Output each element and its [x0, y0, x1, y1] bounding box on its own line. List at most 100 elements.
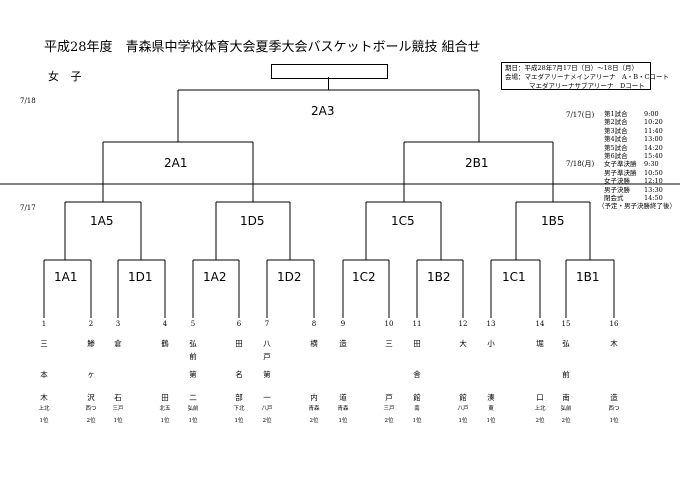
team-name-char: 戸	[385, 393, 393, 402]
team-number: 4	[162, 320, 168, 328]
team-number: 13	[486, 320, 496, 328]
team-region: 下北	[233, 406, 245, 412]
schedule-time: 9:30	[644, 160, 659, 169]
team-rank: 1位	[609, 418, 619, 424]
schedule-label: 女子決勝	[604, 177, 630, 186]
schedule-label: 第4試合	[604, 135, 628, 144]
schedule-time: 14:20	[644, 143, 663, 152]
team-region: 上北	[38, 406, 50, 412]
team-name-char: 三	[385, 339, 393, 348]
team-rank: 1位	[486, 418, 496, 424]
schedule-label: 第1試合	[604, 110, 628, 118]
team-region: 八戸	[261, 406, 273, 412]
game-qf-2: 1D5	[240, 214, 265, 228]
category-label: 女 子	[48, 70, 86, 83]
team-name-char: 大	[459, 339, 467, 348]
team-region: 南	[414, 406, 420, 412]
page-title: 平成28年度 青森県中学校体育大会夏季大会バスケットボール競技 組合せ	[44, 40, 481, 55]
schedule-time: 11:40	[644, 126, 663, 135]
team-name-char: 鯵	[87, 339, 95, 348]
team-number: 8	[311, 320, 317, 328]
schedule-time: 14:50	[644, 194, 663, 203]
champion-box	[271, 64, 388, 79]
team-rank: 2位	[561, 418, 571, 424]
team-rank: 2位	[309, 418, 319, 424]
team-name-char: 木	[40, 393, 48, 402]
team-name-char: 弘	[189, 339, 197, 348]
game-r1-5: 1C2	[352, 270, 376, 284]
team-rank: 1位	[234, 418, 244, 424]
team-name-char: 南	[562, 393, 570, 402]
team-name-char: 三	[40, 339, 48, 348]
schedule-time: 12:10	[644, 177, 663, 186]
team-name-char: 名	[235, 370, 243, 379]
team-number: 15	[561, 320, 571, 328]
team-name-char: 戸	[263, 352, 271, 361]
schedule-row: 女子決勝 12:10	[604, 177, 676, 185]
team-name-char: 二	[189, 393, 197, 402]
team-rank: 2位	[384, 418, 394, 424]
schedule-label: 第6試合	[604, 152, 628, 161]
team-rank: 1位	[188, 418, 198, 424]
team-number: 16	[609, 320, 619, 328]
team-name-char: 弘	[562, 339, 570, 348]
schedule-time: 10:20	[644, 118, 663, 127]
team-region: 八戸	[457, 406, 469, 412]
team-name-char: 田	[235, 339, 243, 348]
team-rank: 1位	[39, 418, 49, 424]
game-r1-7: 1C1	[502, 270, 526, 284]
team-rank: 2位	[86, 418, 96, 424]
team-region: 弘前	[560, 406, 572, 412]
game-r1-4: 1D2	[277, 270, 302, 284]
schedule-date-day1: 7/18(月)	[566, 160, 595, 168]
team-rank: 1位	[338, 418, 348, 424]
game-r1-1: 1A1	[54, 270, 78, 284]
team-number: 12	[458, 320, 468, 328]
team-rank: 2位	[262, 418, 272, 424]
schedule-label: 女子準決勝	[604, 160, 637, 169]
team-name-char: 一	[263, 393, 271, 402]
schedule-date-day2: 7/17(日)	[566, 111, 595, 119]
schedule-label: 男子決勝	[604, 185, 630, 194]
team-name-char: 内	[310, 393, 318, 402]
team-name-char: 石	[114, 393, 122, 402]
team-name-char: 沢	[87, 393, 95, 402]
team-name-char: 堀	[536, 339, 544, 348]
team-number: 3	[115, 320, 121, 328]
team-region: 西つ	[608, 406, 620, 412]
game-semi-right: 2B1	[465, 156, 489, 170]
schedule-row: 第1試合 9:00	[604, 110, 676, 118]
team-number: 9	[340, 320, 346, 328]
team-number: 6	[236, 320, 242, 328]
team-name-char: 造	[339, 339, 347, 348]
team-number: 11	[412, 320, 422, 328]
team-region: 東	[488, 406, 494, 412]
event-period: 期日：平成28年7月17日（日）～18日（月）	[505, 64, 638, 72]
team-number: 5	[190, 320, 196, 328]
team-name-char: 湊	[487, 393, 495, 402]
team-name-char: 倉	[114, 339, 122, 348]
team-name-char: 舎	[413, 370, 421, 379]
team-number: 2	[88, 320, 94, 328]
team-name-char: ヶ	[87, 370, 95, 379]
team-name-char: 口	[536, 393, 544, 402]
event-venue-main: 会場：マエダアリーナメインアリーナ A・B・Cコート	[505, 73, 669, 81]
team-region: 三戸	[383, 406, 395, 412]
team-region: 三戸	[112, 406, 124, 412]
schedule-time: 9:00	[644, 110, 659, 118]
team-region: 青森	[308, 406, 320, 412]
schedule-label: 男子準決勝	[604, 168, 637, 177]
schedule-row: 女子準決勝 9:30	[604, 160, 676, 168]
game-r1-6: 1B2	[427, 270, 451, 284]
date-label-day1: 7/18	[20, 97, 36, 105]
schedule-label: 第5試合	[604, 143, 628, 152]
team-region: 西つ	[85, 406, 97, 412]
team-rank: 1位	[412, 418, 422, 424]
team-name-char: 前	[562, 370, 570, 379]
team-name-char: 小	[487, 339, 495, 348]
game-r1-3: 1A2	[203, 270, 227, 284]
